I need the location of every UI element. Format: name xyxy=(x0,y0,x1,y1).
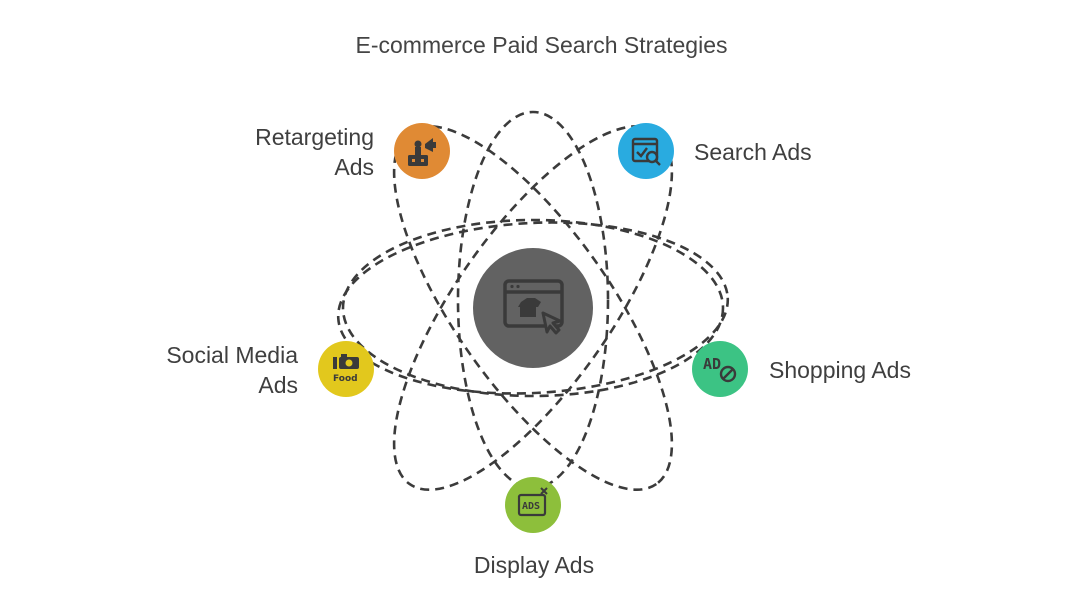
ad-icon-text: AD xyxy=(703,355,721,373)
orbit-horizontal-tilted-up xyxy=(336,221,730,395)
social-label-line-2: Ads xyxy=(258,372,298,398)
retargeting-label-line-2: Ads xyxy=(334,154,374,180)
camera-food-icon: Food xyxy=(333,354,359,384)
search-label-line-1: Search Ads xyxy=(694,139,812,165)
diagram-title: E-commerce Paid Search Strategies xyxy=(355,32,728,58)
browser-shopping-cursor-icon xyxy=(503,279,564,335)
shopping-node: AD xyxy=(692,341,748,397)
social-label: Social Media Ads xyxy=(128,340,298,400)
orbit-horizontal-tilted-down xyxy=(341,218,725,398)
retargeting-label: Retargeting Ads xyxy=(224,122,374,182)
retargeting-label-line-1: Retargeting xyxy=(255,124,374,150)
retargeting-node xyxy=(394,123,450,179)
search-node xyxy=(618,123,674,179)
shopping-label: Shopping Ads xyxy=(769,355,911,385)
food-icon-text: Food xyxy=(333,374,358,384)
ad-blocked-icon: AD xyxy=(703,355,737,383)
browser-check-search-icon xyxy=(631,137,661,166)
display-node: ADS xyxy=(505,477,561,533)
search-label: Search Ads xyxy=(694,137,812,167)
ads-icon-text: ADS xyxy=(522,501,540,512)
shopping-label-line-1: Shopping Ads xyxy=(769,357,911,383)
center-node xyxy=(473,248,593,368)
ads-screen-close-icon: ADS xyxy=(517,487,548,517)
social-node: Food xyxy=(318,341,374,397)
social-label-line-1: Social Media xyxy=(166,342,298,368)
display-label-line-1: Display Ads xyxy=(473,552,595,578)
robot-megaphone-icon xyxy=(408,138,436,166)
display-label: Display Ads xyxy=(434,550,634,580)
